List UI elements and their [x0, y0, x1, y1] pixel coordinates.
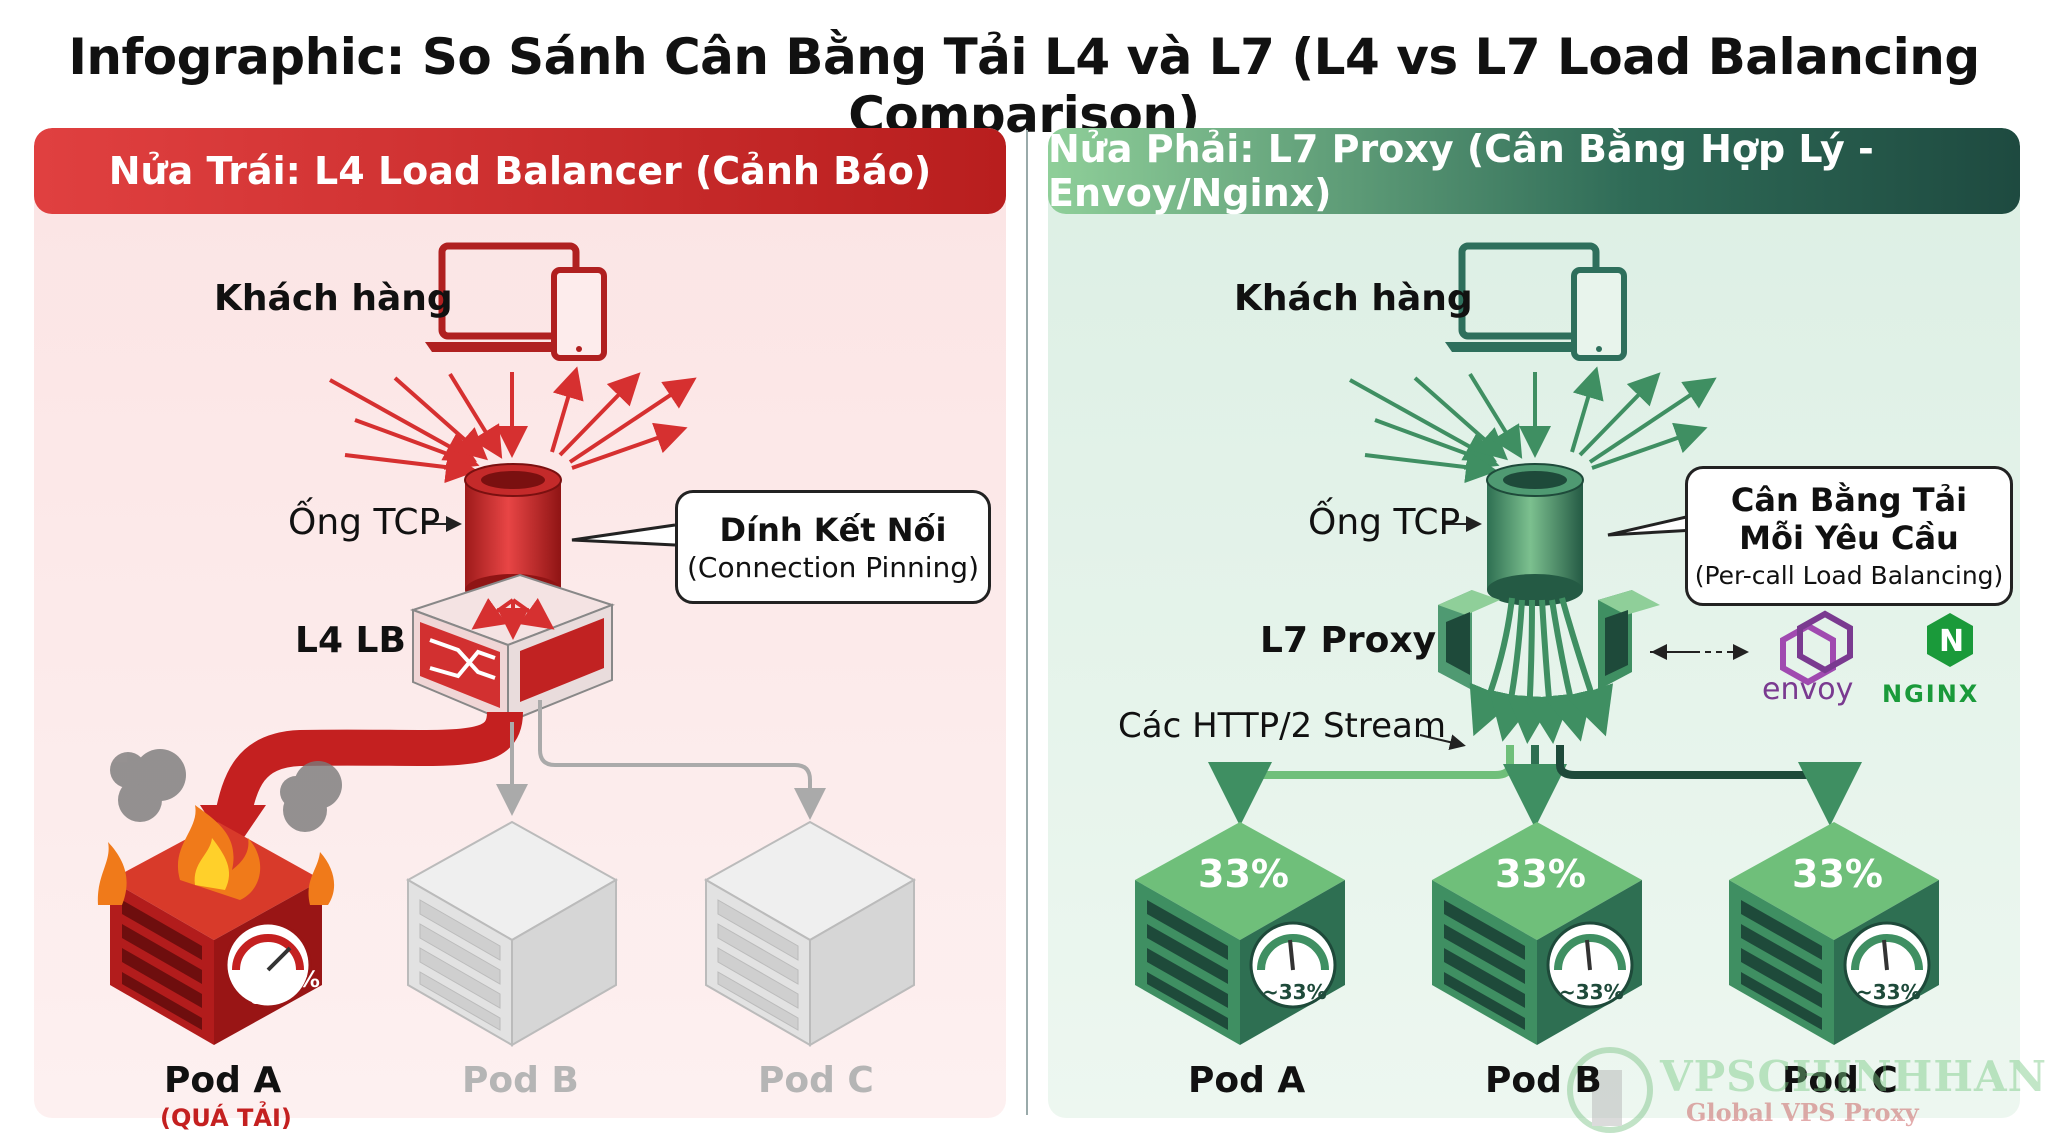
- l7-pod-c-server: [1729, 822, 1939, 1045]
- l7-client-label: Khách hàng: [1234, 278, 1473, 319]
- l7-callout-subtitle: (Per-call Load Balancing): [1694, 561, 2004, 590]
- l7-panel-header: Nửa Phải: L7 Proxy (Cân Bằng Hợp Lý - En…: [1048, 128, 2020, 215]
- l4-pod-c-label: Pod C: [758, 1060, 874, 1101]
- nginx-logo-letter: N: [1939, 624, 1965, 659]
- l7-pod-a-gauge: ~33%: [1262, 980, 1327, 1004]
- l7-callout-line1: Cân Bằng Tải: [1730, 481, 1968, 519]
- l4-incoming-requests: [329, 366, 697, 484]
- l4-pod-a-server: [97, 749, 342, 1045]
- l7-pod-c-gauge: ~33%: [1856, 980, 1921, 1004]
- l4-pod-a-label: Pod A: [164, 1060, 282, 1101]
- l4-callout-subtitle: (Connection Pinning): [686, 551, 980, 584]
- l7-callout-line2: Mỗi Yêu Cầu: [1739, 519, 1959, 557]
- l4-client-devices-icon: [425, 242, 607, 361]
- l7-streams-label: Các HTTP/2 Stream: [1118, 706, 1446, 746]
- l4-pod-a-cpu-value: 100%: [252, 968, 320, 993]
- l7-proxy-label: L7 Proxy: [1260, 620, 1437, 661]
- l7-pod-b-share: 33%: [1495, 852, 1586, 896]
- l7-pod-c-label: Pod C: [1782, 1060, 1898, 1101]
- l4-panel-header: Nửa Trái: L4 Load Balancer (Cảnh Báo): [34, 128, 1006, 214]
- l7-tcp-pipe-icon: [1486, 463, 1584, 606]
- envoy-logo-icon: [1780, 610, 1853, 686]
- l7-client-devices-icon: [1445, 242, 1627, 361]
- l4-pinned-connection-flow: [214, 710, 523, 824]
- l4-lb-label: L4 LB: [295, 620, 406, 661]
- l7-proxy-icon: [1438, 590, 1660, 690]
- l7-pod-a-server: [1135, 822, 1345, 1045]
- l7-pod-c-share: 33%: [1792, 852, 1883, 896]
- l4-pod-b-label: Pod B: [462, 1060, 579, 1101]
- nginx-label: NGINX: [1882, 680, 1980, 708]
- watermark-globe-icon: [1567, 1047, 1653, 1133]
- l4-pod-b-server: [405, 820, 619, 1047]
- l7-per-call-lb-callout: Cân Bằng Tải Mỗi Yêu Cầu (Per-call Load …: [1685, 466, 2013, 606]
- l4-connection-pinning-callout: Dính Kết Nối (Connection Pinning): [675, 490, 991, 604]
- l7-tcp-pipe-label: Ống TCP: [1308, 502, 1461, 543]
- l4-pod-a-cpu-unit: CPU: [250, 992, 282, 1008]
- l7-incoming-requests: [1349, 366, 1717, 484]
- l4-lb-switch-icon: [409, 573, 615, 724]
- l4-tcp-pipe-label: Ống TCP: [288, 502, 441, 543]
- l4-client-label: Khách hàng: [214, 278, 453, 319]
- l4-callout-title: Dính Kết Nối: [719, 511, 947, 549]
- watermark-tagline: Global VPS Proxy: [1686, 1098, 1919, 1127]
- envoy-label: envoy: [1762, 672, 1854, 707]
- l7-pod-b-server: [1432, 822, 1642, 1045]
- l7-pod-b-gauge: ~33%: [1559, 980, 1624, 1004]
- l7-pod-a-label: Pod A: [1188, 1060, 1306, 1101]
- l4-pod-a-status: (QUÁ TẢI): [160, 1104, 292, 1132]
- nginx-logo-icon: [1927, 613, 1973, 667]
- l7-pod-a-share: 33%: [1198, 852, 1289, 896]
- l7-pod-b-label: Pod B: [1485, 1060, 1602, 1101]
- l4-pod-c-server: [703, 820, 917, 1047]
- panel-divider: [1026, 130, 1028, 1115]
- page-title: Infographic: So Sánh Cân Bằng Tải L4 và …: [68, 28, 1980, 144]
